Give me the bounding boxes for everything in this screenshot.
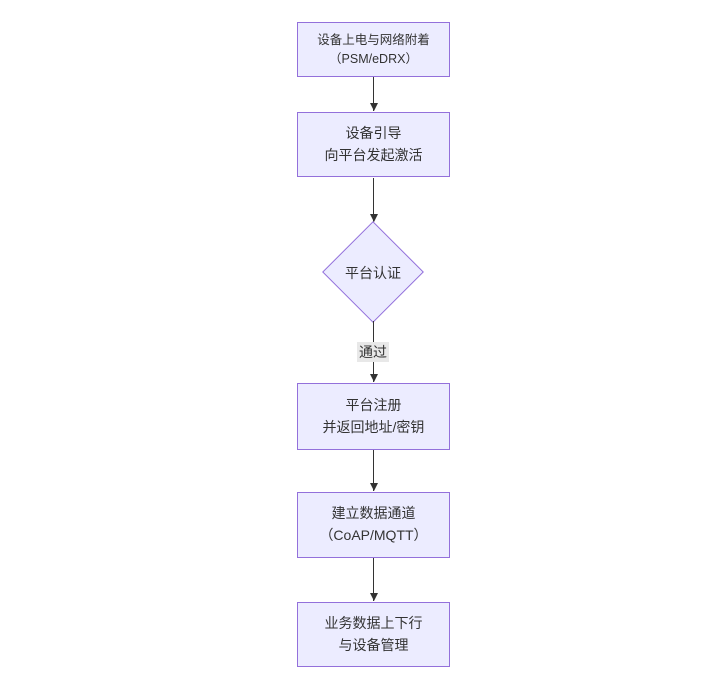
connector-arrow bbox=[369, 558, 378, 601]
flow-node-device-bootstrap: 设备引导 向平台发起激活 bbox=[297, 112, 450, 177]
node-label-line: 并返回地址/密钥 bbox=[322, 418, 425, 435]
edge-label-text: 通过 bbox=[357, 342, 389, 363]
node-label-line: 平台注册 bbox=[345, 396, 402, 413]
connector-arrow bbox=[369, 77, 378, 111]
flow-node-data-channel: 建立数据通道 （CoAP/MQTT） bbox=[297, 492, 450, 558]
connector-arrow bbox=[369, 178, 378, 222]
node-label-line: 设备上电与网络附着 bbox=[317, 32, 430, 47]
node-label-line: 业务数据上下行 bbox=[324, 614, 423, 631]
decision-platform-auth: 平台认证 bbox=[345, 265, 401, 281]
flow-node-platform-register: 平台注册 并返回地址/密钥 bbox=[297, 383, 450, 450]
node-label-line: （CoAP/MQTT） bbox=[319, 527, 428, 543]
node-label-line: 向平台发起激活 bbox=[324, 146, 423, 163]
edge-label-pass: 通过 bbox=[357, 342, 389, 363]
connector-arrow bbox=[369, 450, 378, 491]
node-label-line: 建立数据通道 bbox=[331, 505, 416, 522]
flow-node-business-data: 业务数据上下行 与设备管理 bbox=[297, 602, 450, 667]
node-label-line: 与设备管理 bbox=[338, 636, 409, 653]
flow-node-power-network-attach: 设备上电与网络附着 （PSM/eDRX） bbox=[297, 22, 450, 77]
node-label-line: （PSM/eDRX） bbox=[329, 51, 418, 66]
node-label-line: 设备引导 bbox=[345, 124, 402, 141]
